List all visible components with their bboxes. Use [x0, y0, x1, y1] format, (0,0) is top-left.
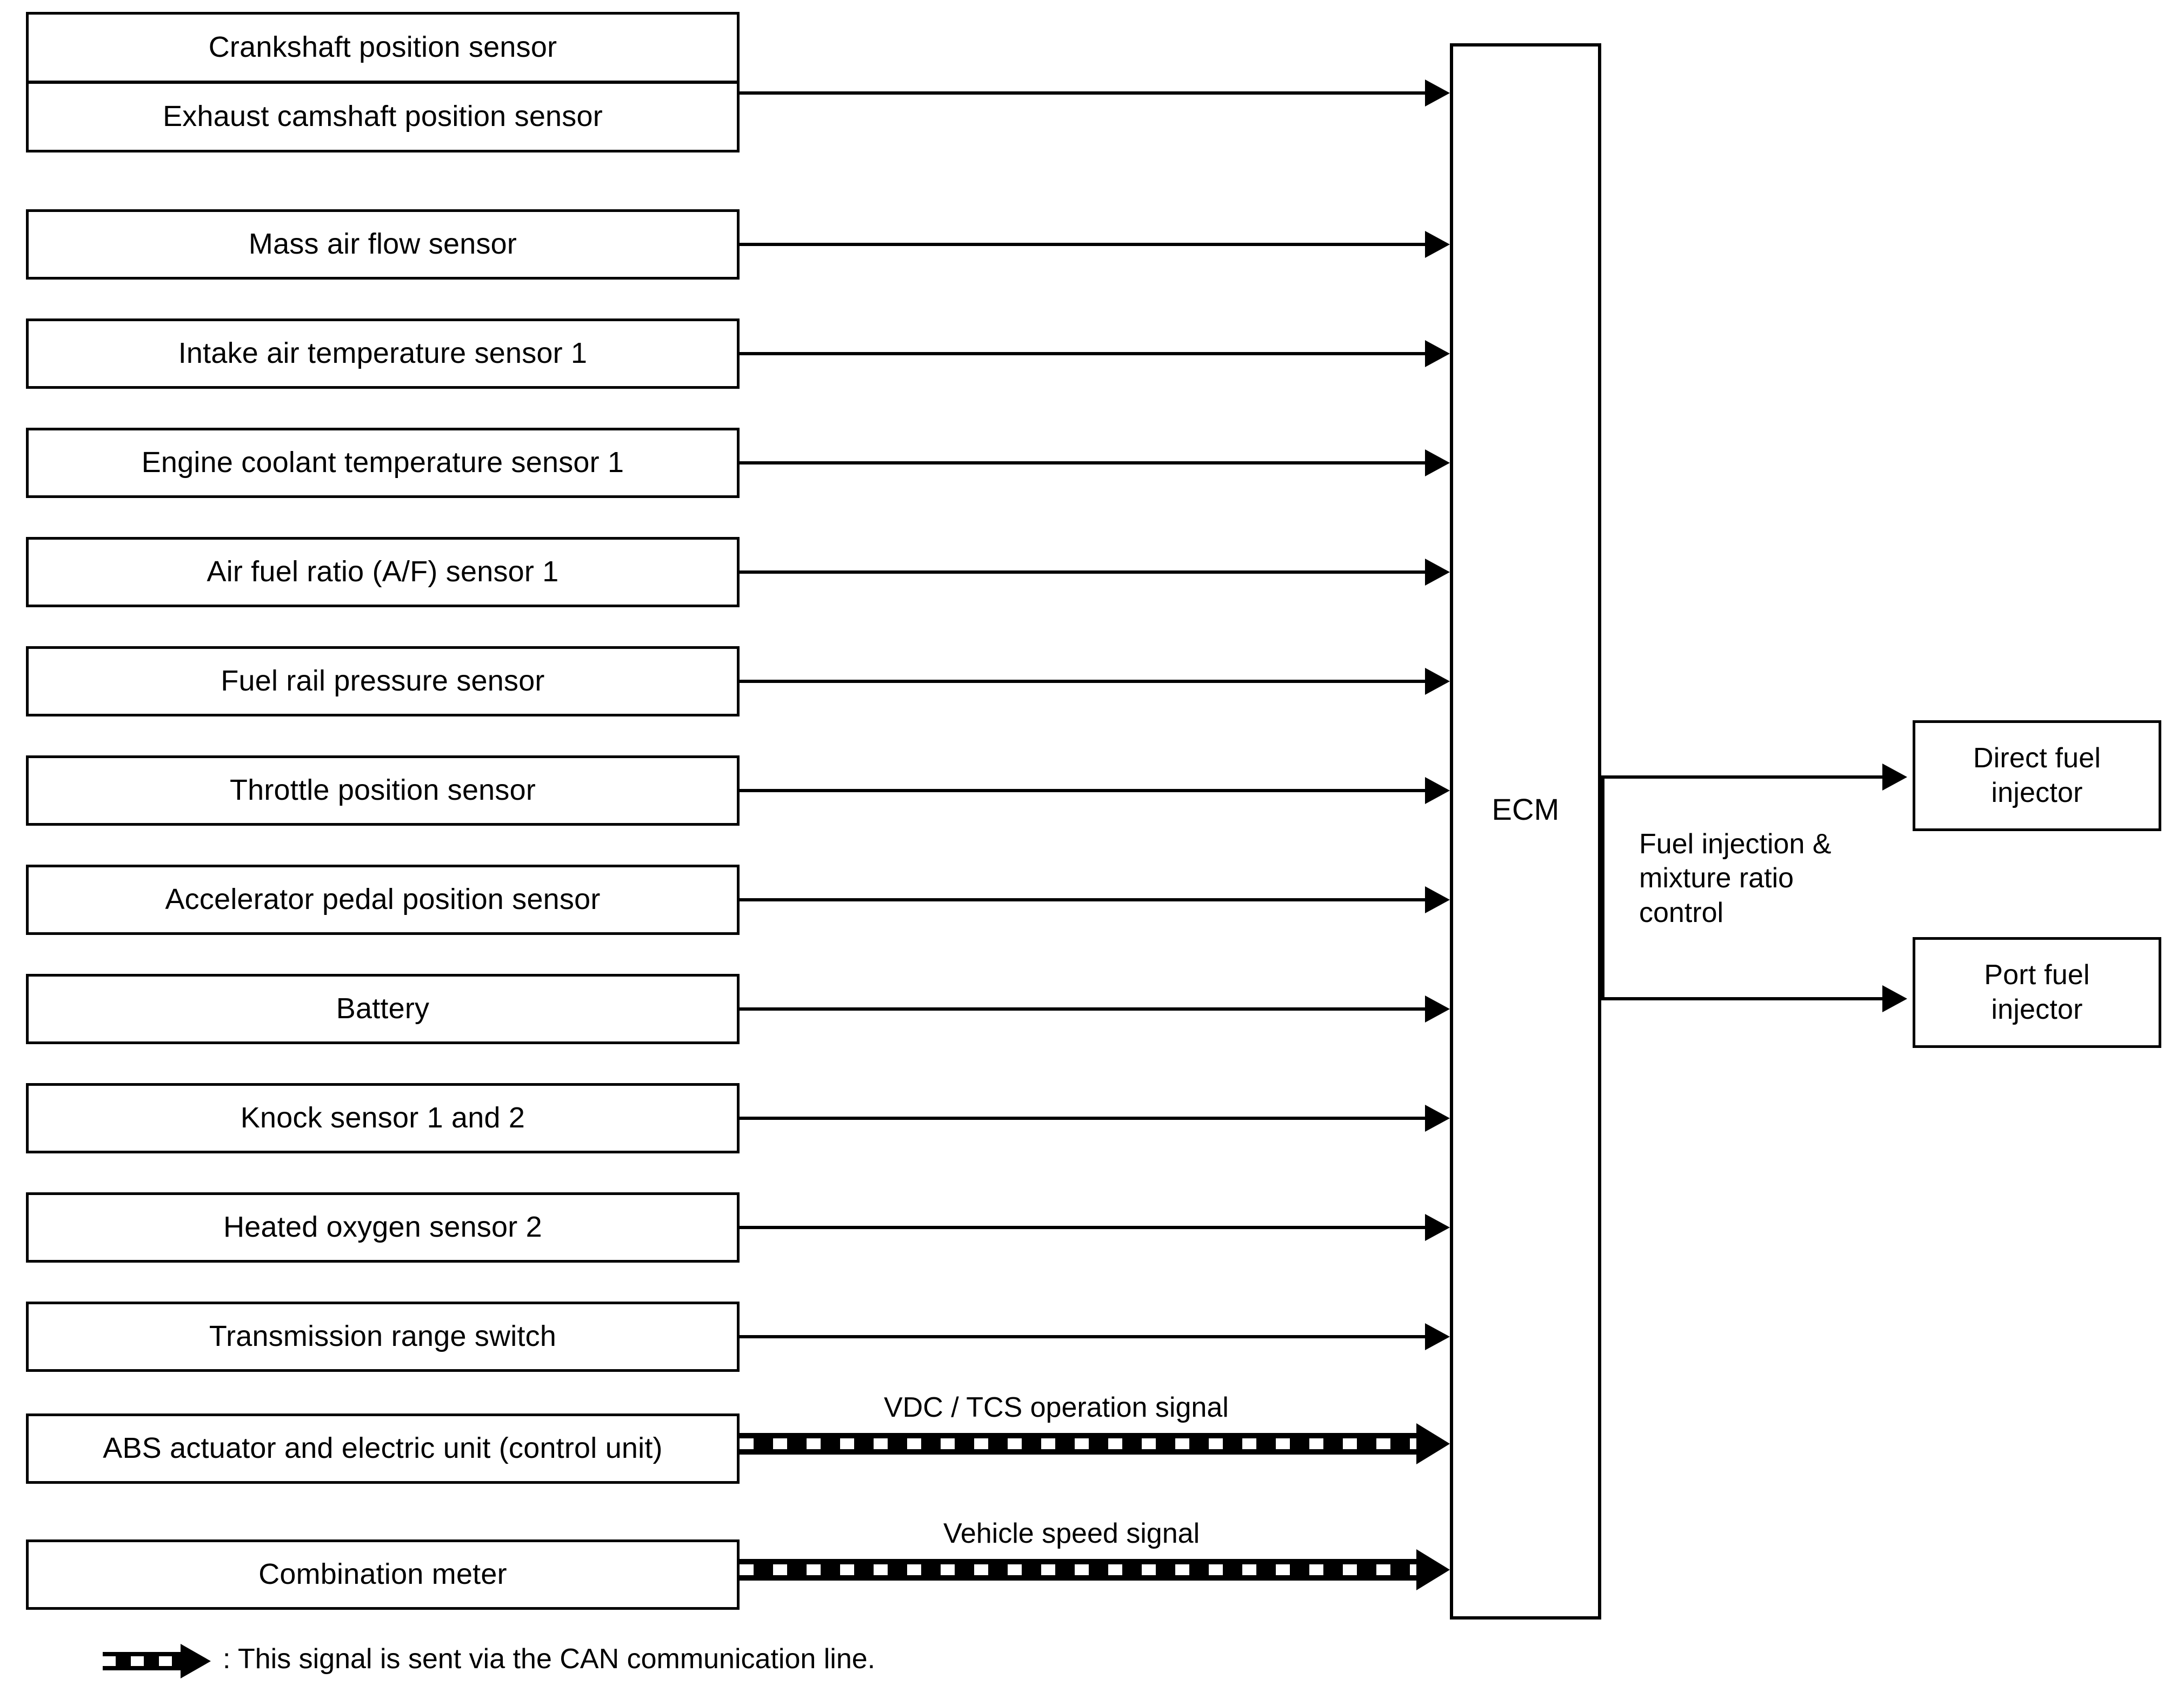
wire-accelerator-pedal-position-sensor: [740, 898, 1425, 901]
arrowhead-heated-oxygen-sensor-2: [1425, 1214, 1450, 1241]
arrowhead-mass-air-flow-sensor: [1425, 231, 1450, 258]
wire-heated-oxygen-sensor-2: [740, 1226, 1425, 1229]
arrowhead-engine-coolant-temperature-sensor-1: [1425, 449, 1450, 476]
arrowhead-air-fuel-ratio-sensor-1: [1425, 559, 1450, 586]
arrowhead-knock-sensor-1-and-2: [1425, 1105, 1450, 1132]
wire-intake-air-temperature-sensor-1: [740, 352, 1425, 355]
output-label: Direct fuel injector: [1973, 742, 2101, 808]
arrowhead-direct-fuel-injector: [1882, 764, 1907, 791]
input-label: Engine coolant temperature sensor 1: [141, 446, 624, 479]
arrowhead-transmission-range-switch: [1425, 1323, 1450, 1350]
wire-direct-fuel-injector: [1601, 775, 1882, 779]
input-box-throttle-position-sensor[interactable]: Throttle position sensor: [26, 755, 740, 826]
arrowhead-intake-air-temperature-sensor-1: [1425, 340, 1450, 367]
input-box-engine-coolant-temperature-sensor-1[interactable]: Engine coolant temperature sensor 1: [26, 428, 740, 498]
input-label: Mass air flow sensor: [248, 228, 517, 261]
arrowhead-battery: [1425, 995, 1450, 1023]
can-arrowhead: [1416, 1549, 1450, 1590]
arrowhead-crankshaft-camshaft: [1425, 79, 1450, 107]
can-arrow-vehicle-speed-signal: [740, 1549, 1450, 1590]
wire-mass-air-flow-sensor: [740, 243, 1425, 246]
input-box-transmission-range-switch[interactable]: Transmission range switch: [26, 1302, 740, 1372]
arrowhead-throttle-position-sensor: [1425, 777, 1450, 804]
ecm-box[interactable]: ECM: [1450, 43, 1601, 1620]
input-label: Intake air temperature sensor 1: [178, 337, 588, 370]
wire-port-fuel-injector: [1601, 997, 1882, 1000]
input-label: Knock sensor 1 and 2: [240, 1101, 525, 1134]
input-label: Heated oxygen sensor 2: [223, 1211, 542, 1244]
arrowhead-fuel-rail-pressure-sensor: [1425, 668, 1450, 695]
output-box-direct-fuel-injector[interactable]: Direct fuel injector: [1913, 720, 2161, 831]
can-arrowhead: [1416, 1423, 1450, 1464]
input-box-knock-sensor-1-and-2[interactable]: Knock sensor 1 and 2: [26, 1083, 740, 1153]
input-box-intake-air-temperature-sensor-1[interactable]: Intake air temperature sensor 1: [26, 318, 740, 389]
input-label: Exhaust camshaft position sensor: [163, 100, 603, 133]
input-label: ABS actuator and electric unit (control …: [103, 1432, 663, 1465]
wire-throttle-position-sensor: [740, 789, 1425, 792]
legend-dashes: [103, 1656, 181, 1666]
can-dashes: [740, 1438, 1416, 1449]
input-box-battery[interactable]: Battery: [26, 974, 740, 1044]
input-box-fuel-rail-pressure-sensor[interactable]: Fuel rail pressure sensor: [26, 646, 740, 716]
arrowhead-port-fuel-injector: [1882, 985, 1907, 1012]
output-label: Port fuel injector: [1984, 959, 2090, 1025]
output-riser-wire: [1601, 775, 1604, 1000]
input-label: Crankshaft position sensor: [208, 31, 557, 64]
input-box-air-fuel-ratio-sensor-1[interactable]: Air fuel ratio (A/F) sensor 1: [26, 537, 740, 607]
fuel-injection-control-label: Fuel injection & mixture ratio control: [1639, 828, 1832, 928]
can-dashes: [740, 1564, 1416, 1575]
input-label: Accelerator pedal position sensor: [165, 883, 601, 916]
input-label: Throttle position sensor: [229, 774, 536, 807]
input-box-mass-air-flow-sensor[interactable]: Mass air flow sensor: [26, 209, 740, 280]
input-box-exhaust-camshaft-position-sensor[interactable]: Exhaust camshaft position sensor: [26, 82, 740, 152]
input-label: Combination meter: [258, 1558, 507, 1591]
wire-engine-coolant-temperature-sensor-1: [740, 461, 1425, 464]
output-box-port-fuel-injector[interactable]: Port fuel injector: [1913, 937, 2161, 1048]
legend-can-arrow-icon: [103, 1644, 211, 1678]
input-label: Air fuel ratio (A/F) sensor 1: [207, 555, 559, 588]
input-label: Transmission range switch: [209, 1320, 557, 1353]
ecm-label: ECM: [1491, 792, 1560, 826]
wire-fuel-rail-pressure-sensor: [740, 680, 1425, 683]
legend-arrowhead: [181, 1644, 211, 1678]
input-box-combination-meter[interactable]: Combination meter: [26, 1539, 740, 1610]
input-box-heated-oxygen-sensor-2[interactable]: Heated oxygen sensor 2: [26, 1192, 740, 1263]
signal-label-vehicle-speed: Vehicle speed signal: [943, 1518, 1200, 1549]
arrowhead-accelerator-pedal-position-sensor: [1425, 886, 1450, 913]
input-box-abs-actuator-electric-unit[interactable]: ABS actuator and electric unit (control …: [26, 1413, 740, 1484]
input-box-accelerator-pedal-position-sensor[interactable]: Accelerator pedal position sensor: [26, 865, 740, 935]
input-label: Fuel rail pressure sensor: [221, 665, 545, 698]
input-box-crankshaft-position-sensor[interactable]: Crankshaft position sensor: [26, 12, 740, 82]
wire-transmission-range-switch: [740, 1335, 1425, 1338]
signal-label-vdc-tcs: VDC / TCS operation signal: [884, 1392, 1229, 1423]
legend-note: : This signal is sent via the CAN commun…: [223, 1643, 876, 1675]
wire-air-fuel-ratio-sensor-1: [740, 570, 1425, 574]
input-label: Battery: [336, 992, 430, 1025]
wire-battery: [740, 1007, 1425, 1011]
wire-crankshaft-camshaft: [740, 91, 1425, 95]
can-arrow-vdc-tcs-operation-signal: [740, 1423, 1450, 1464]
wire-knock-sensor-1-and-2: [740, 1117, 1425, 1120]
